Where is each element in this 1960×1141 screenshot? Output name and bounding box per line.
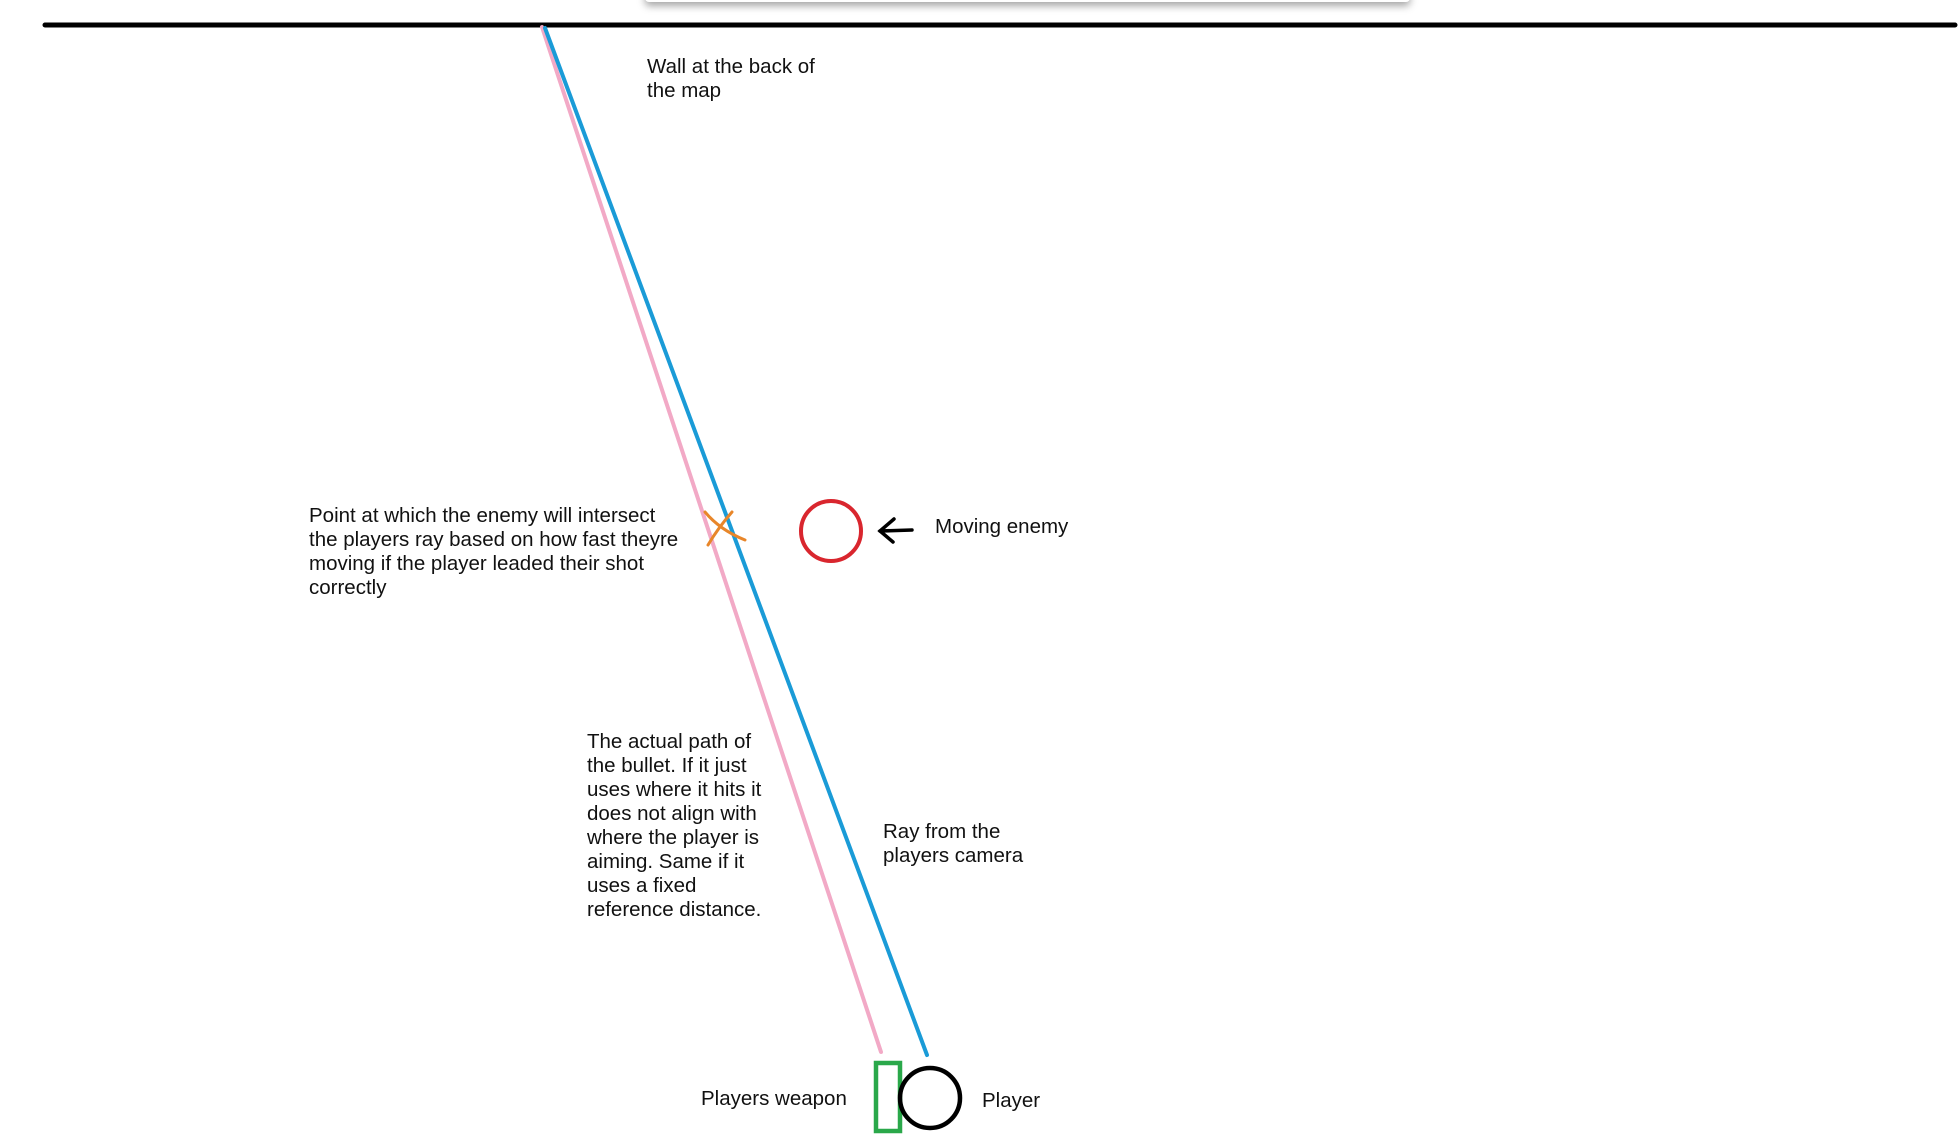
weapon-label: Players weapon xyxy=(701,1087,847,1110)
window-shadow-edge xyxy=(645,0,1410,2)
enemy-circle-icon xyxy=(799,499,863,563)
enemy-label: Moving enemy xyxy=(935,515,1069,538)
intersect-x-icon xyxy=(703,510,747,547)
camera-ray-label: Ray from the players camera xyxy=(883,820,1024,867)
camera-ray-line xyxy=(543,26,929,1057)
player-label: Player xyxy=(982,1089,1041,1112)
arrow-left-icon xyxy=(877,517,914,544)
wall-label: Wall at the back of the map xyxy=(647,55,815,102)
player-circle-icon xyxy=(897,1065,963,1131)
bullet-path-label: The actual path of the bullet. If it jus… xyxy=(587,730,762,921)
intersect-label: Point at which the enemy will intersect … xyxy=(309,504,679,599)
weapon-rect-icon xyxy=(873,1060,903,1134)
